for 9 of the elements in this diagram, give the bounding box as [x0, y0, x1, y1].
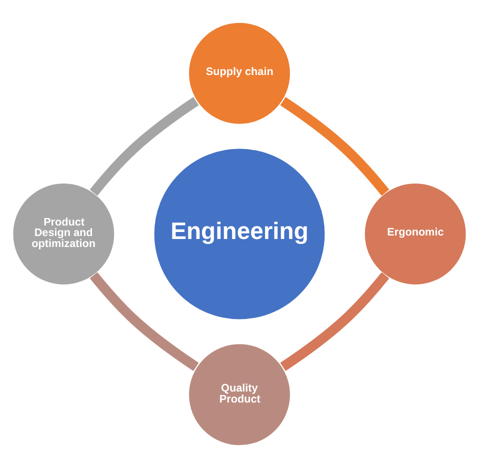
connector — [90, 97, 199, 196]
connector — [90, 272, 199, 371]
node-circle: Supply chain — [188, 22, 292, 125]
connector — [280, 97, 390, 196]
node-circle: Quality Product — [188, 343, 292, 446]
node-circle: Product Design and optimization — [12, 182, 116, 286]
connector — [280, 272, 390, 371]
node-circle: Ergonomic — [364, 182, 467, 286]
node-circle: Engineering — [153, 148, 326, 320]
